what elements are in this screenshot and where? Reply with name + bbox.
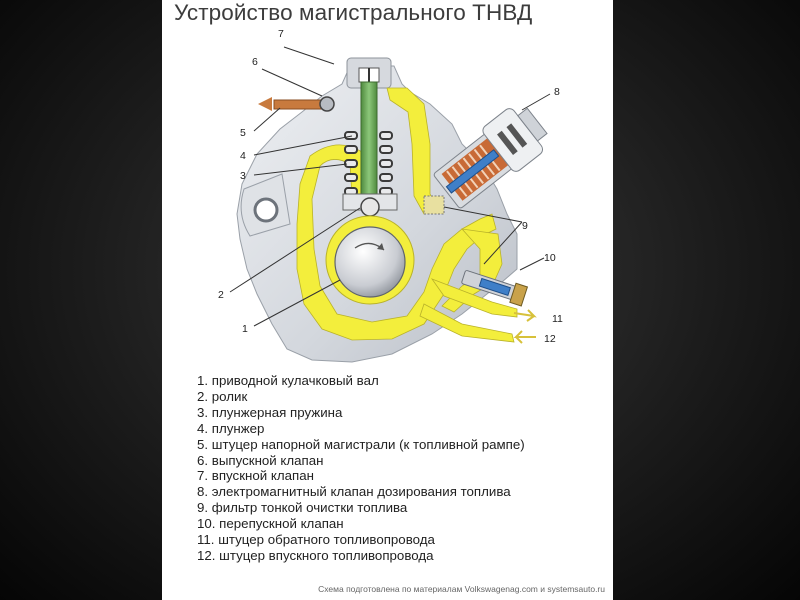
legend-item: 6. выпускной клапан [197, 452, 324, 468]
callout-1: 1 [242, 323, 248, 335]
source-credit: Схема подготовлена по материалам Volkswa… [318, 584, 605, 594]
callout-7: 7 [278, 28, 284, 40]
return-flow-arrow-icon [513, 309, 537, 322]
slide-title: Устройство магистрального ТНВД [174, 0, 533, 25]
legend-item: 11. штуцер обратного топливопровода [197, 532, 435, 548]
component-legend: 1. приводной кулачковый вал 2. ролик 3. … [197, 373, 525, 564]
slide: Устройство магистрального ТНВД [162, 0, 613, 600]
callout-4: 4 [240, 150, 246, 162]
callout-11: 11 [552, 313, 563, 325]
callout-8: 8 [554, 86, 560, 98]
callout-10: 10 [544, 252, 556, 264]
plunger [360, 81, 378, 195]
overflow-valve [461, 270, 529, 307]
metering-solenoid-valve [433, 107, 548, 209]
callout-2: 2 [218, 289, 224, 301]
fine-filter [423, 195, 445, 215]
roller [360, 197, 380, 217]
legend-item: 3. плунжерная пружина [197, 404, 343, 420]
plunger-spring [344, 131, 393, 196]
inlet-flow-arrow-icon [513, 330, 536, 344]
callout-12: 12 [544, 333, 556, 345]
callout-9: 9 [522, 220, 528, 232]
legend-item: 7. впускной клапан [197, 468, 314, 484]
legend-item: 2. ролик [197, 388, 248, 404]
legend-item: 5. штуцер напорной магистрали (к топливн… [197, 436, 525, 452]
legend-item: 8. электромагнитный клапан дозирования т… [197, 484, 511, 500]
legend-item: 9. фильтр тонкой очистки топлива [197, 500, 408, 516]
fuel-channel-outlets [419, 278, 518, 343]
legend-item: 12. штуцер впускного топливопровода [197, 547, 434, 563]
pump-diagram: 7 6 5 4 3 2 1 8 9 10 11 12 [218, 28, 563, 363]
outlet-arrow [258, 97, 272, 111]
legend-item: 10. перепускной клапан [197, 516, 344, 532]
callout-6: 6 [252, 56, 258, 68]
camshaft [334, 226, 406, 298]
mounting-hole [253, 197, 279, 223]
legend-item: 1. приводной кулачковый вал [197, 373, 379, 388]
leader-lines [229, 46, 551, 327]
outlet-valve [319, 96, 335, 112]
callout-3: 3 [240, 170, 246, 182]
legend-item: 4. плунжер [197, 420, 265, 436]
callout-5: 5 [240, 127, 246, 139]
rotation-arrowhead-icon [377, 243, 384, 250]
